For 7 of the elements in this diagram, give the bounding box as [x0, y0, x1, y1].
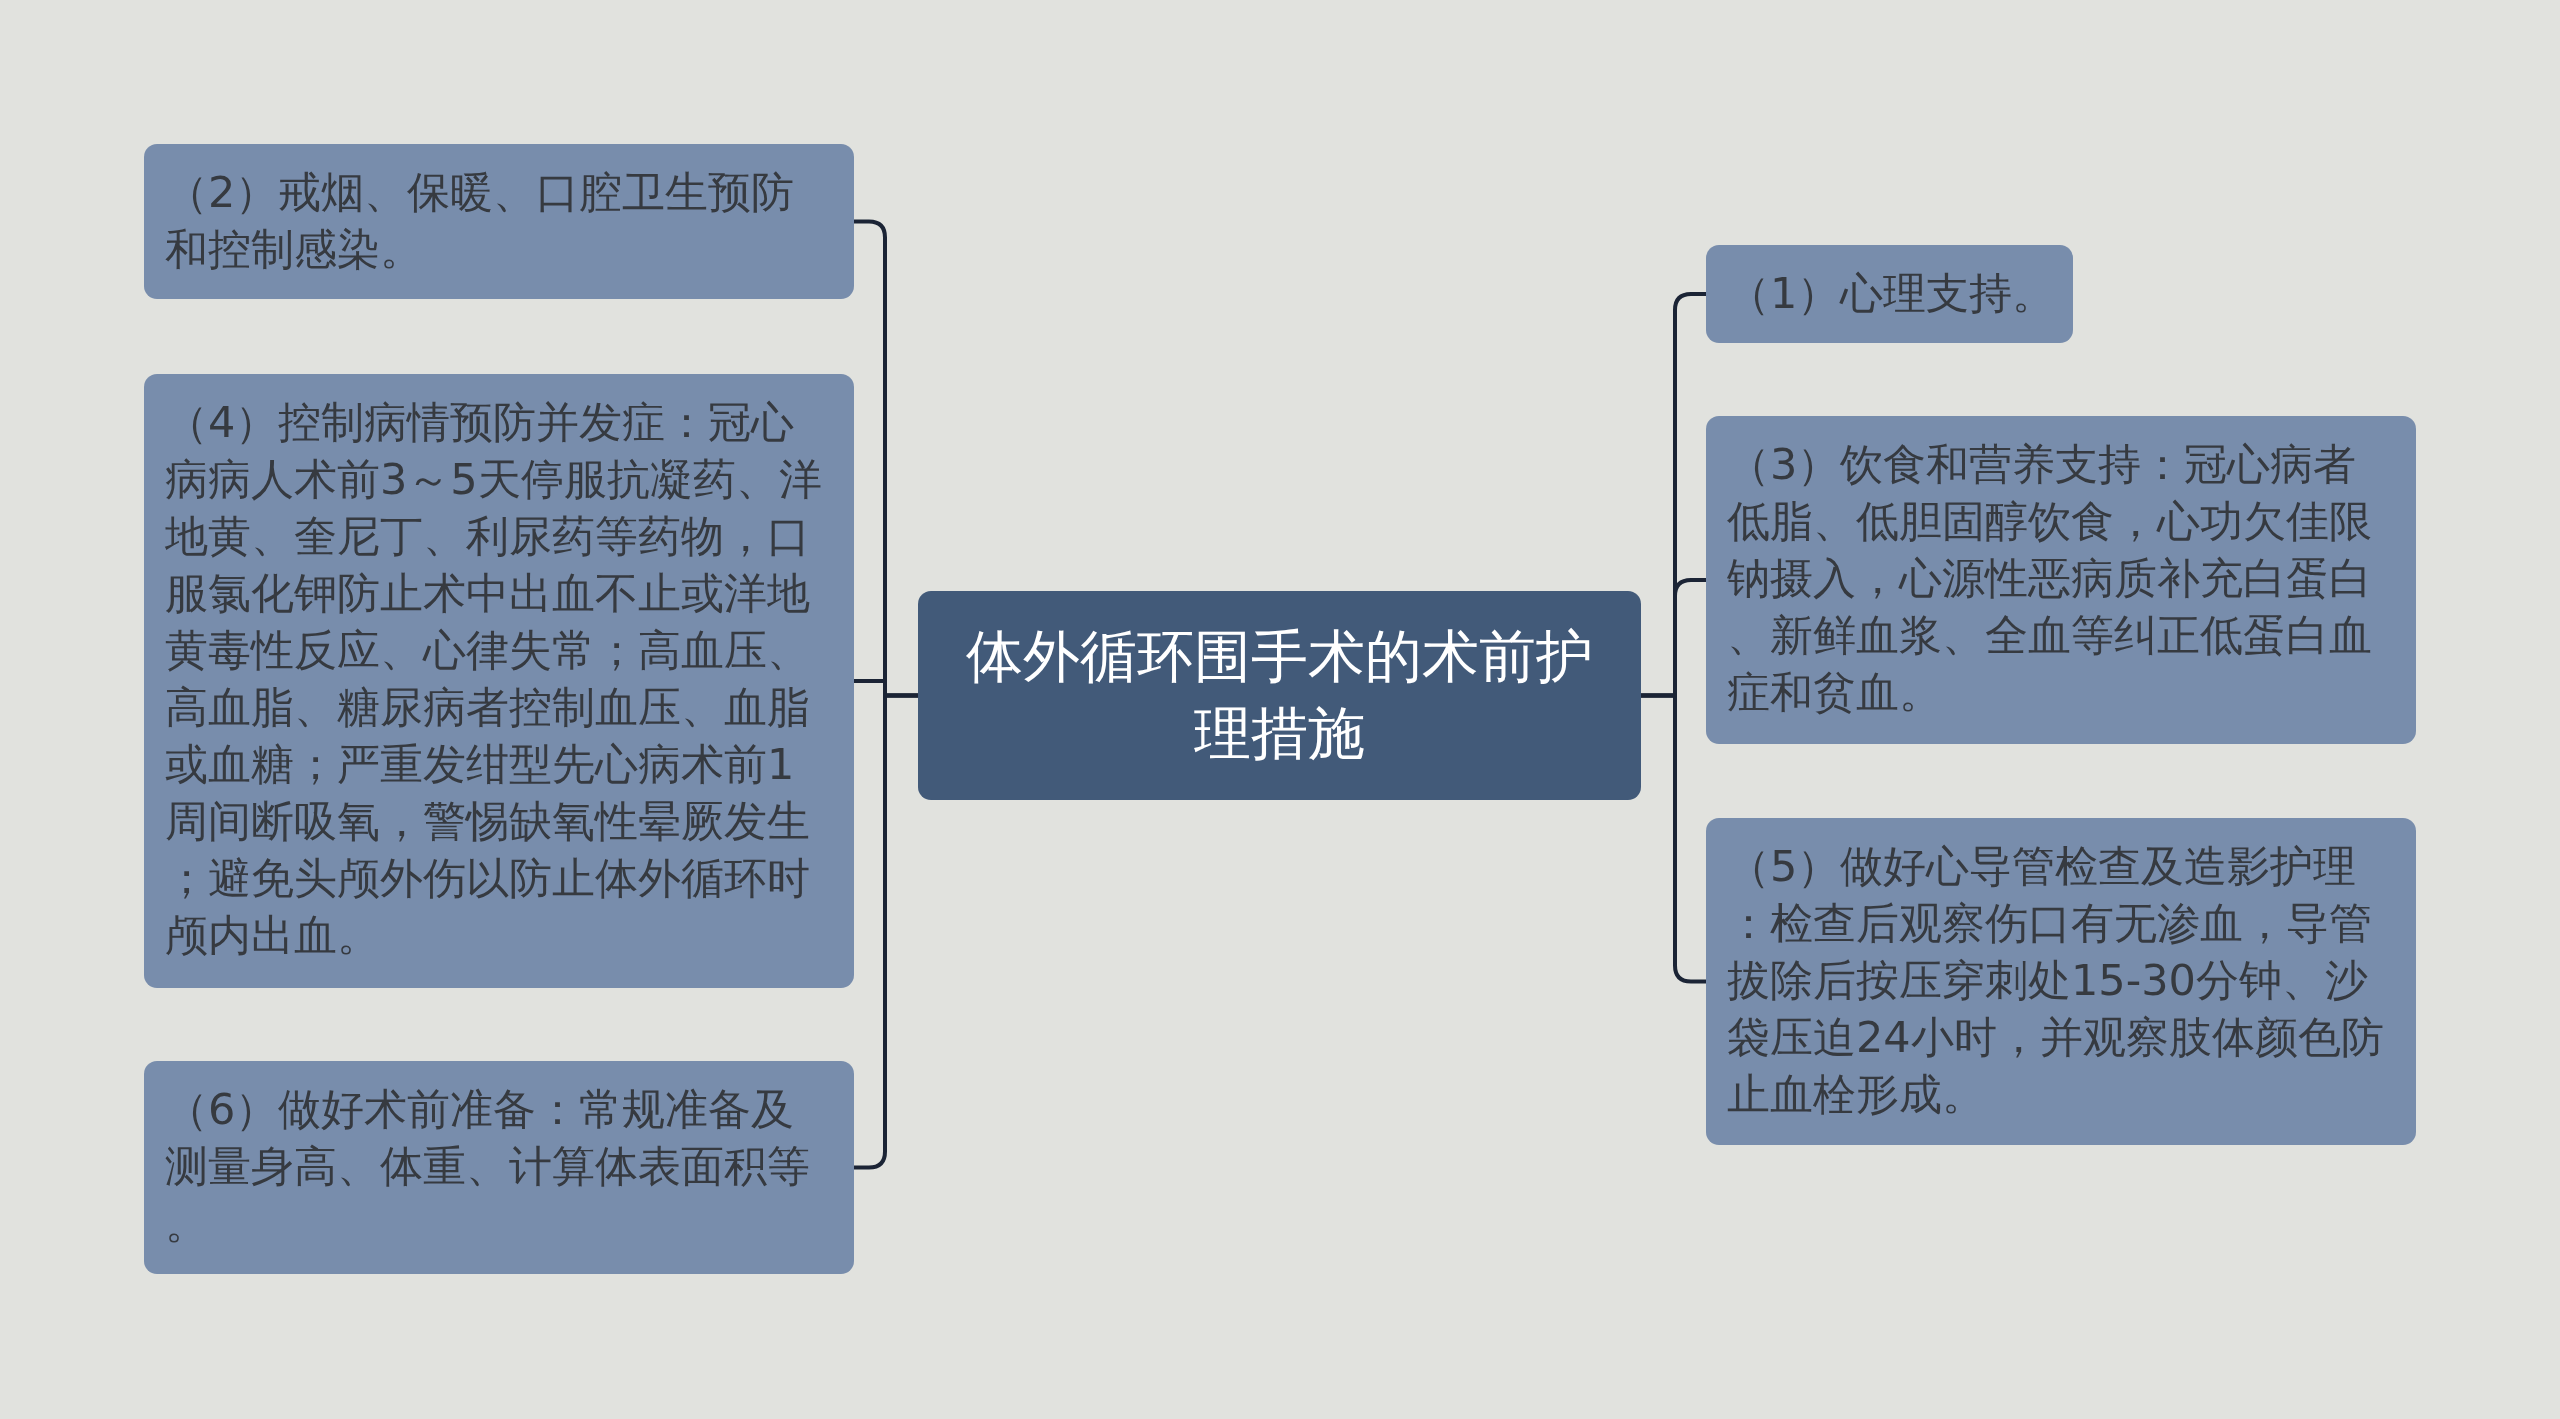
topic-box: （1）心理支持。	[1706, 245, 2073, 343]
topic-box: （3）饮食和营养支持：冠心病者低脂、低胆固醇饮食，心功欠佳限钠摄入，心源性恶病质补充白蛋白、新鲜血浆、全血等纠正低蛋白血症和贫血。	[1706, 416, 2416, 744]
topic-box: （6）做好术前准备：常规准备及测量身高、体重、计算体表面积等。	[144, 1061, 854, 1274]
central-topic-box: 体外循环围手术的术前护理措施	[918, 591, 1641, 800]
topic-box: （5）做好心导管检查及造影护理：检查后观察伤口有无渗血，导管拔除后按压穿刺处15-30分钟、沙袋压迫24小时，并观察肢体颜色防止血栓形成。	[1706, 818, 2416, 1145]
topic-box: （2）戒烟、保暖、口腔卫生预防和控制感染。	[144, 144, 854, 299]
topic-box: （4）控制病情预防并发症：冠心病病人术前3～5天停服抗凝药、洋地黄、奎尼丁、利尿药等药物，口服氯化钾防止术中出血不止或洋地黄毒性反应、心律失常；高血压、高血脂、糖尿病者控制血压、血脂或血糖；严重发绀型先心病术前1周间断吸氧，警惕缺氧性晕厥发生；避免头颅外伤以防止体外循环时颅内出血。	[144, 374, 854, 988]
